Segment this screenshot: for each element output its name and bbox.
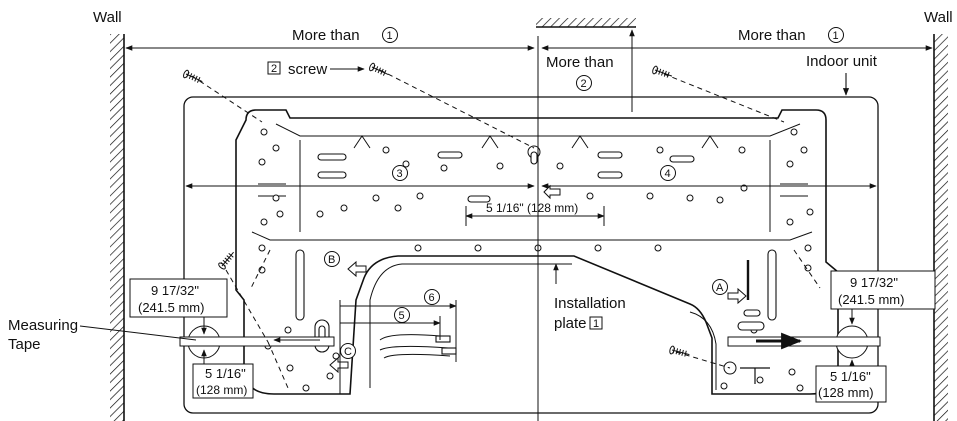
dim-box-left-9: 9 17/32" (241.5 mm) bbox=[129, 278, 228, 318]
plate-label: plate bbox=[554, 315, 587, 332]
indoor-unit-label: Indoor unit bbox=[806, 53, 878, 70]
installation-plate bbox=[235, 109, 839, 395]
square-number-1: 1 bbox=[589, 316, 603, 330]
svg-text:(128 mm): (128 mm) bbox=[818, 385, 874, 400]
keyhole bbox=[527, 145, 541, 165]
svg-text:C: C bbox=[344, 346, 352, 358]
measuring-tape bbox=[179, 336, 335, 347]
dashed-screw-lines bbox=[191, 69, 821, 389]
more-than-2: More than bbox=[546, 54, 614, 71]
dim-box-right-5: 5 1/16" (128 mm) bbox=[815, 365, 887, 403]
arrow-A bbox=[727, 287, 747, 305]
arrow-C bbox=[329, 356, 349, 374]
svg-text:(241.5 mm): (241.5 mm) bbox=[838, 292, 904, 307]
wall-right bbox=[933, 34, 948, 421]
circled-number-1-left: 1 bbox=[382, 27, 398, 43]
screw-label: screw bbox=[288, 61, 327, 78]
svg-text:B: B bbox=[328, 254, 335, 266]
svg-text:(128 mm): (128 mm) bbox=[196, 383, 247, 397]
dim-center-128: 5 1/16" (128 mm) bbox=[486, 201, 578, 215]
wall-right-label: Wall bbox=[924, 9, 953, 26]
svg-text:9 17/32": 9 17/32" bbox=[151, 283, 199, 298]
svg-text:3: 3 bbox=[397, 168, 403, 180]
svg-text:A: A bbox=[716, 282, 724, 294]
hatched-wall-icon bbox=[536, 18, 636, 28]
svg-text:5 1/16": 5 1/16" bbox=[205, 366, 246, 381]
svg-text:6: 6 bbox=[429, 292, 435, 304]
callout-B: B bbox=[324, 251, 340, 267]
dim-box-right-9: 9 17/32" (241.5 mm) bbox=[830, 270, 936, 310]
circled-number-6: 6 bbox=[424, 289, 440, 305]
wall-left bbox=[110, 34, 125, 421]
svg-text:1: 1 bbox=[593, 318, 599, 330]
svg-text:(241.5 mm): (241.5 mm) bbox=[138, 300, 204, 315]
slots bbox=[317, 151, 695, 203]
callout-A: A bbox=[712, 279, 728, 295]
arrow-icon bbox=[543, 184, 561, 200]
circled-number-4: 4 bbox=[660, 165, 676, 181]
svg-text:1: 1 bbox=[833, 30, 839, 42]
more-than-1-right: More than bbox=[738, 27, 806, 44]
svg-text:2: 2 bbox=[271, 63, 277, 75]
dim-box-left-5: 5 1/16" (128 mm) bbox=[192, 363, 254, 399]
screw-icon bbox=[183, 62, 690, 357]
svg-text:4: 4 bbox=[665, 168, 671, 180]
circled-number-5: 5 bbox=[394, 307, 410, 323]
top-tabs bbox=[353, 135, 719, 149]
measuring-label: Measuring bbox=[8, 317, 78, 334]
more-than-1-left: More than bbox=[292, 27, 360, 44]
indoor-unit-outline bbox=[183, 96, 879, 414]
installation-label: Installation bbox=[554, 295, 626, 312]
tape-label: Tape bbox=[8, 336, 41, 353]
circled-number-1-right: 1 bbox=[828, 27, 844, 43]
circled-number-2: 2 bbox=[576, 75, 592, 91]
svg-text:5: 5 bbox=[399, 310, 405, 322]
svg-text:1: 1 bbox=[387, 30, 393, 42]
arrow-B bbox=[347, 260, 367, 278]
circled-number-3: 3 bbox=[392, 165, 408, 181]
callout-C: C bbox=[340, 343, 356, 359]
svg-text:5 1/16": 5 1/16" bbox=[830, 369, 871, 384]
svg-text:2: 2 bbox=[581, 78, 587, 90]
wall-left-label: Wall bbox=[93, 9, 122, 26]
svg-text:9 17/32": 9 17/32" bbox=[850, 275, 898, 290]
square-number-2: 2 bbox=[267, 61, 281, 75]
